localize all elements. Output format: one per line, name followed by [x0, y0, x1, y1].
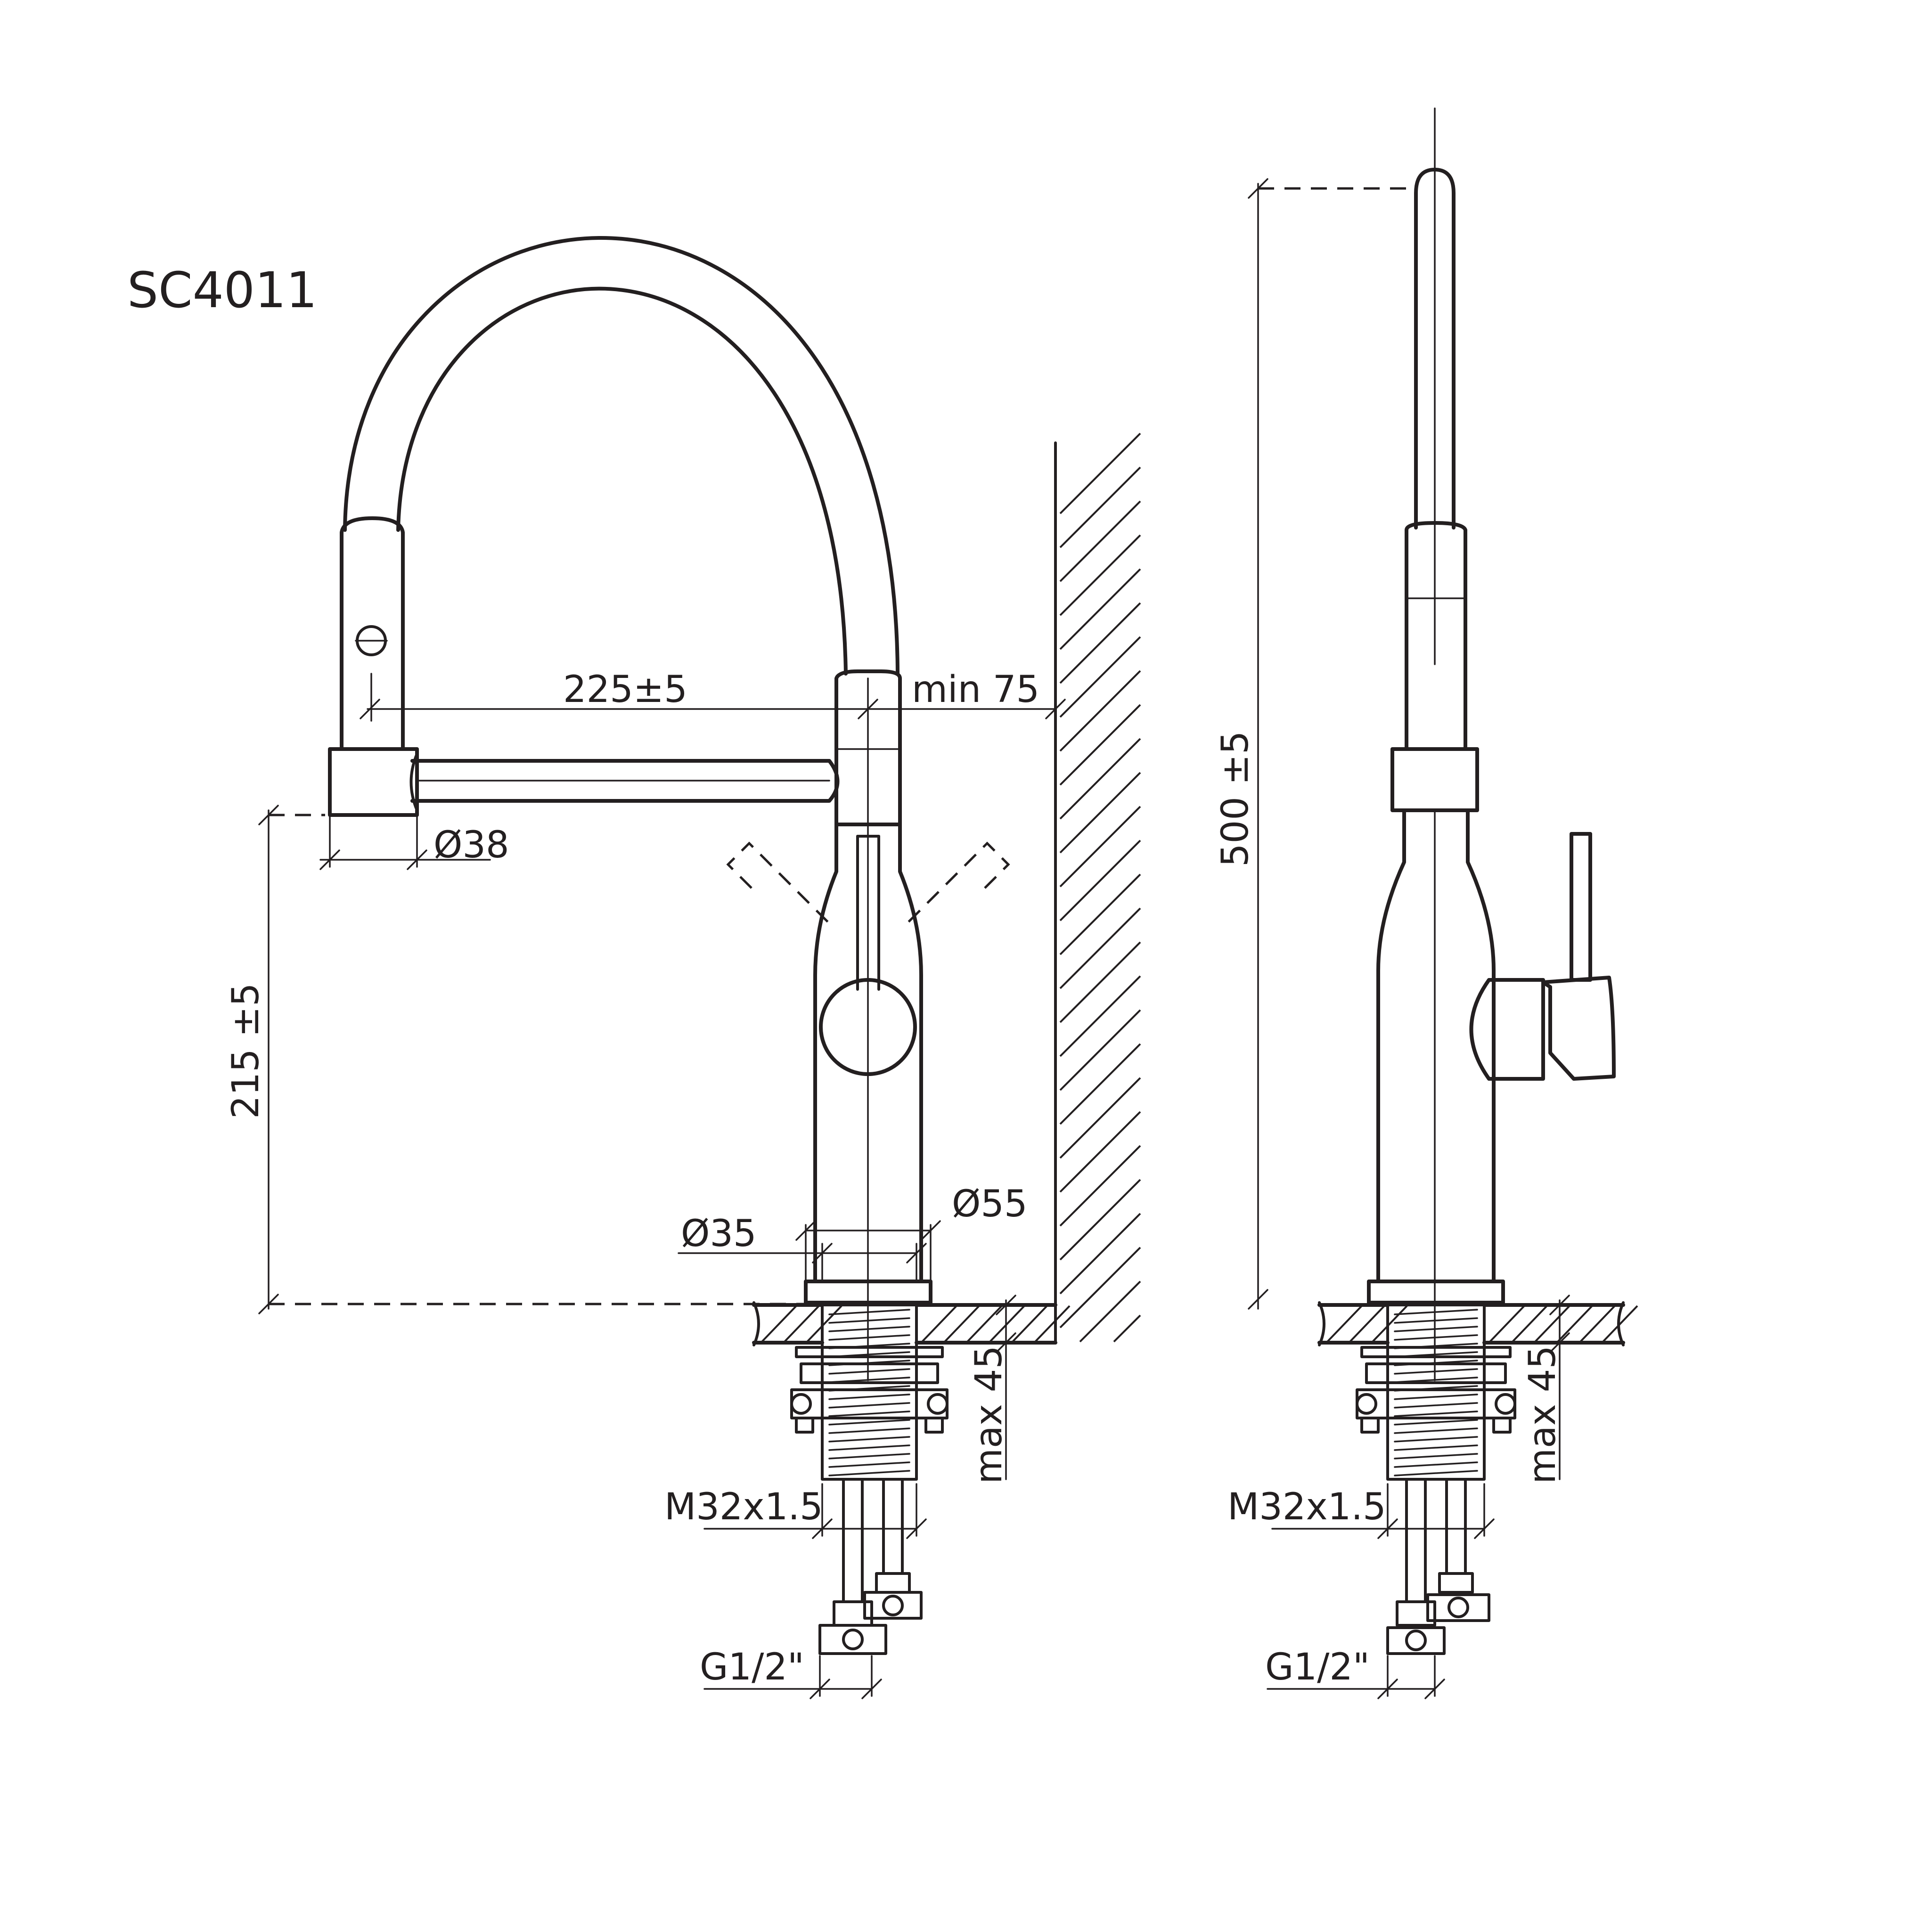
dim-side-connection: G1/2" [1265, 1646, 1370, 1688]
dim-side-thread: M32x1.5 [1227, 1486, 1386, 1528]
front-dimensions: 225±5 min 75 Ø38 215 ±5 Ø35 Ø55 max 4 [225, 668, 1066, 1699]
dim-spray-head-diameter: Ø38 [433, 824, 509, 866]
dim-side-max-countertop: max 45 [1521, 1345, 1564, 1484]
side-view-faucet [1317, 107, 1638, 1655]
dim-max-countertop: max 45 [968, 1345, 1010, 1484]
front-view-faucet [328, 236, 1071, 1655]
dim-body-diameter: Ø35 [681, 1213, 757, 1255]
side-dimensions: 500 ±5 max 45 M32x1.5 G1/2" [1214, 178, 1570, 1699]
dim-total-height: 500 ±5 [1214, 731, 1257, 867]
model-title: SC4011 [127, 261, 317, 319]
dim-thread: M32x1.5 [664, 1486, 823, 1528]
dim-spout-height: 215 ±5 [225, 983, 267, 1119]
dim-connection: G1/2" [700, 1646, 804, 1688]
dim-spout-reach: 225±5 [563, 668, 687, 711]
wall-hatching [1054, 432, 1141, 1343]
dim-base-diameter: Ø55 [952, 1183, 1028, 1225]
dim-wall-clearance: min 75 [912, 668, 1039, 711]
